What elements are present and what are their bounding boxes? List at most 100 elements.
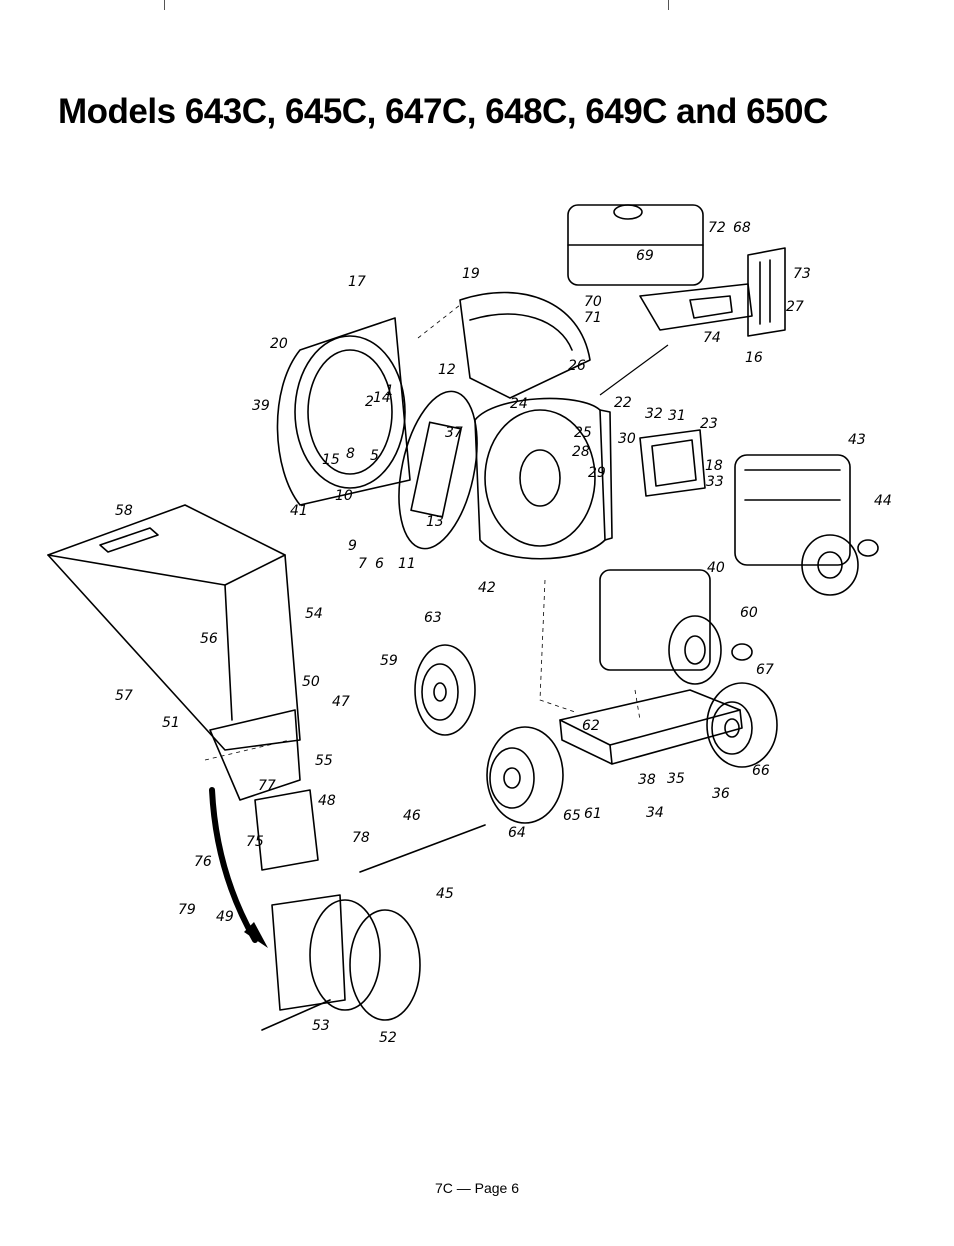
callout-53: 53: [312, 1018, 330, 1034]
callout-72: 72: [708, 220, 726, 236]
callout-33: 33: [706, 474, 724, 490]
callout-46: 46: [403, 808, 421, 824]
callout-55: 55: [315, 753, 333, 769]
callout-39: 39: [252, 398, 270, 414]
wheel-upper: [414, 644, 476, 736]
callout-79: 79: [178, 902, 196, 918]
callout-48: 48: [318, 793, 336, 809]
callout-73: 73: [793, 266, 811, 282]
callout-43: 43: [848, 432, 866, 448]
tank-bracket: [747, 247, 786, 337]
callout-75: 75: [246, 834, 264, 850]
callout-30: 30: [618, 431, 636, 447]
callout-11: 11: [398, 556, 416, 572]
callout-68: 68: [733, 220, 751, 236]
callout-38: 38: [638, 772, 656, 788]
callout-69: 69: [636, 248, 654, 264]
callout-14: 14: [373, 390, 391, 406]
callout-62: 62: [582, 718, 600, 734]
callout-78: 78: [352, 830, 370, 846]
callout-66: 66: [752, 763, 770, 779]
callout-58: 58: [115, 503, 133, 519]
callout-35: 35: [667, 771, 685, 787]
callout-17: 17: [348, 274, 366, 290]
callout-2: 2: [365, 394, 374, 410]
callout-19: 19: [462, 266, 480, 282]
callout-40: 40: [707, 560, 725, 576]
page-footer: 7C — Page 6: [434, 1180, 520, 1196]
callout-15: 15: [322, 452, 340, 468]
assembly-arrow-head: [244, 922, 268, 948]
impeller-disc: [398, 390, 478, 550]
callout-45: 45: [436, 886, 454, 902]
callout-57: 57: [115, 688, 133, 704]
callout-70: 70: [584, 294, 602, 310]
callout-42: 42: [478, 580, 496, 596]
callout-26: 26: [568, 358, 586, 374]
callout-71: 71: [584, 310, 602, 326]
frame-axle: [559, 689, 743, 765]
housing-arrow: [599, 344, 669, 396]
callout-63: 63: [424, 610, 442, 626]
housing-plate-left: [276, 317, 411, 506]
callout-31: 31: [668, 408, 686, 424]
chute-adapter: [261, 894, 421, 1031]
callout-74: 74: [703, 330, 721, 346]
wheel-lower: [486, 726, 564, 824]
callout-61: 61: [584, 806, 602, 822]
callout-41: 41: [290, 503, 308, 519]
engine-upper: [734, 454, 879, 596]
main-housing: [474, 397, 613, 560]
discharge-guard: [459, 291, 591, 399]
callout-54: 54: [305, 606, 323, 622]
callout-65: 65: [563, 808, 581, 824]
chute-deflector: [639, 429, 706, 497]
callout-44: 44: [874, 493, 892, 509]
callout-76: 76: [194, 854, 212, 870]
callout-24: 24: [510, 396, 528, 412]
chute-bracket: [209, 709, 301, 801]
callout-37: 37: [445, 425, 463, 441]
callout-13: 13: [426, 514, 444, 530]
callout-12: 12: [438, 362, 456, 378]
callout-52: 52: [379, 1030, 397, 1046]
callout-1: 1: [385, 383, 394, 399]
callout-28: 28: [572, 444, 590, 460]
callout-77: 77: [258, 778, 276, 794]
callout-56: 56: [200, 631, 218, 647]
page-title: Models 643C, 645C, 647C, 648C, 649C and …: [58, 92, 828, 131]
gas-tank: [567, 204, 704, 286]
callout-29: 29: [588, 465, 606, 481]
callout-49: 49: [216, 909, 234, 925]
callout-32: 32: [645, 406, 663, 422]
callout-47: 47: [332, 694, 350, 710]
callout-23: 23: [700, 416, 718, 432]
callout-8: 8: [346, 446, 355, 462]
callout-27: 27: [786, 299, 804, 315]
callout-10: 10: [335, 488, 353, 504]
callout-5: 5: [370, 448, 379, 464]
engine-lower: [599, 569, 753, 685]
callout-36: 36: [712, 786, 730, 802]
crop-mark-right: [668, 0, 669, 10]
callout-9: 9: [348, 538, 357, 554]
callout-22: 22: [614, 395, 632, 411]
callout-51: 51: [162, 715, 180, 731]
tank-strap: [639, 283, 753, 331]
assembly-arrow: [209, 787, 258, 943]
callout-60: 60: [740, 605, 758, 621]
crop-mark-left: [164, 0, 165, 10]
wheel-right: [706, 682, 778, 768]
callout-50: 50: [302, 674, 320, 690]
hopper: [47, 504, 301, 751]
callout-7: 7: [358, 556, 367, 572]
callout-16: 16: [745, 350, 763, 366]
support-rod: [359, 824, 486, 873]
callout-6: 6: [375, 556, 384, 572]
callout-59: 59: [380, 653, 398, 669]
callout-34: 34: [646, 805, 664, 821]
callout-18: 18: [705, 458, 723, 474]
callout-64: 64: [508, 825, 526, 841]
callout-67: 67: [756, 662, 774, 678]
